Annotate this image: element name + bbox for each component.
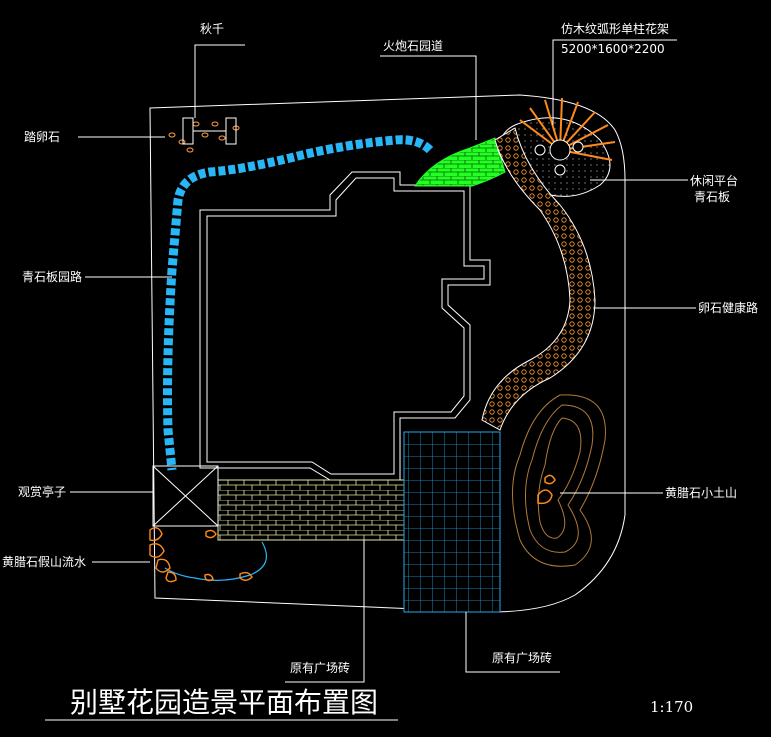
hill-rocks <box>537 474 556 505</box>
stool <box>534 144 546 156</box>
label-pergola: 仿木纹弧形单柱花架 <box>561 21 669 36</box>
label-platform-line1: 休闲平台 <box>690 173 738 188</box>
label-cobble-stone: 踏卵石 <box>24 130 60 144</box>
stream <box>164 541 268 581</box>
pergola-post <box>549 139 571 161</box>
swing <box>182 117 237 145</box>
plaza-brick-left <box>217 479 405 541</box>
house-outline-inner <box>206 177 485 475</box>
label-platform-line2: 青石板 <box>694 190 730 204</box>
site-boundary <box>149 94 626 613</box>
label-hill: 黄腊石小土山 <box>665 486 737 500</box>
label-swing: 秋千 <box>200 22 224 36</box>
bluestone-path <box>163 135 434 471</box>
stool <box>554 164 566 176</box>
rockery <box>149 527 253 583</box>
plaza-brick-right <box>403 431 501 613</box>
stool <box>572 141 584 153</box>
label-rockery-stream: 黄腊石假山流水 <box>2 555 86 569</box>
label-bluestone-path: 青石板园路 <box>22 269 82 284</box>
label-pavilion: 观赏亭子 <box>18 484 66 499</box>
scale-label: 1:170 <box>650 698 693 716</box>
page-title: 别墅花园造景平面布置图 <box>70 686 378 719</box>
hill <box>512 394 606 567</box>
label-pergola-size: 5200*1600*2200 <box>561 42 665 56</box>
label-plaza-brick-left: 原有广场砖 <box>290 660 350 675</box>
label-plaza-brick-right: 原有广场砖 <box>492 650 552 665</box>
pavilion <box>152 465 219 527</box>
leader-lines <box>45 39 696 721</box>
label-firestone-path: 火炮石园道 <box>383 39 443 53</box>
firestone-path <box>414 137 506 187</box>
pebble-path <box>481 127 596 431</box>
cobble-stones <box>168 121 240 153</box>
label-pebble-path: 卵石健康路 <box>698 300 758 315</box>
